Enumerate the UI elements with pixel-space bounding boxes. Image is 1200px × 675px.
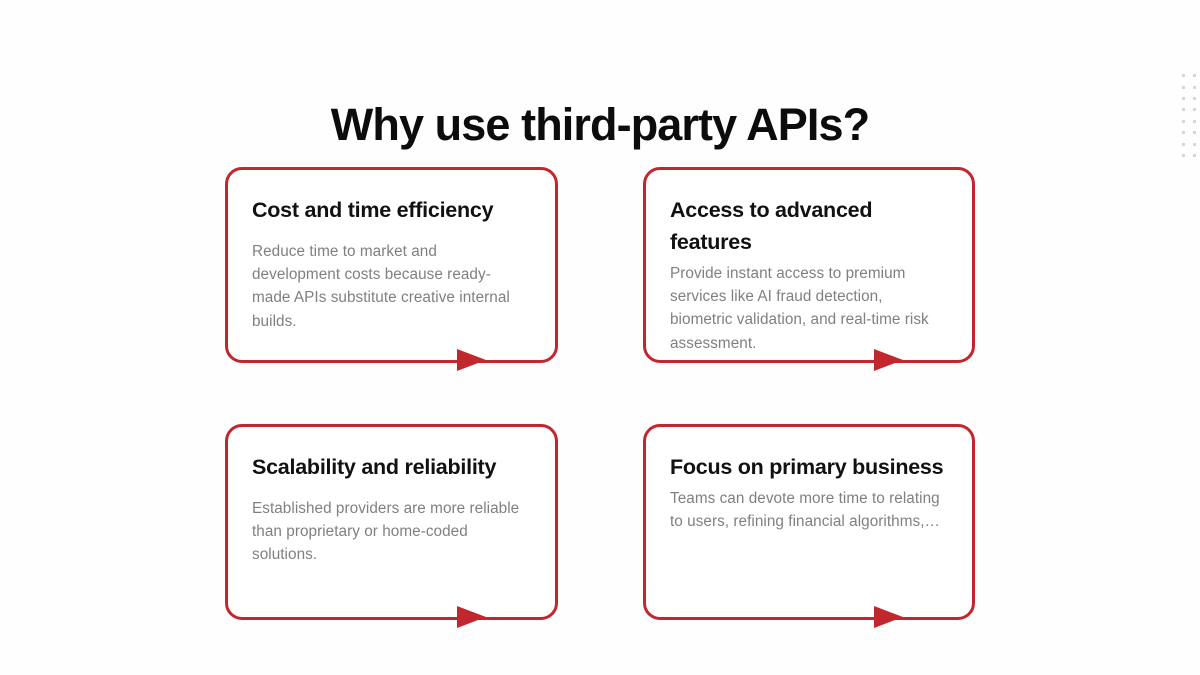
grid-dot [1182,74,1185,78]
card-heading: Access to advanced features [670,198,873,254]
arrow-right-icon [456,606,486,628]
card-body: Teams can devote more time to relating t… [670,490,940,531]
card-body: Established providers are more reliable … [252,500,520,564]
grid-dot [1193,74,1196,78]
grid-dot [1182,96,1185,100]
grid-dot [1193,119,1196,123]
card-heading: Cost and time efficiency [252,198,494,222]
benefit-card-scalability-and-reliability[interactable]: Scalability and reliability Established … [225,424,558,628]
card-heading: Scalability and reliability [252,455,497,479]
grid-dot [1182,119,1185,123]
arrow-right-icon [874,606,904,628]
card-body: Reduce time to market and development co… [252,243,510,330]
arrow-right-icon [874,349,904,371]
grid-dot [1182,153,1185,157]
arrow-right-icon [456,349,486,371]
dot-grid-decoration [1178,70,1196,158]
grid-dot [1182,142,1185,146]
grid-dot [1193,153,1196,157]
grid-dot [1193,108,1196,112]
grid-dot [1182,85,1185,89]
page-title: Why use third-party APIs? [330,99,870,151]
benefit-card-access-to-advanced-features[interactable]: Access to advanced features Provide inst… [643,167,975,371]
grid-dot [1193,131,1196,135]
grid-dot [1193,96,1196,100]
grid-dot [1182,108,1185,112]
benefit-card-cost-and-time-efficiency[interactable]: Cost and time efficiency Reduce time to … [225,167,558,371]
benefit-card-focus-on-primary-business[interactable]: Focus on primary business Teams can devo… [643,424,975,628]
grid-dot [1193,85,1196,89]
card-body: Provide instant access to premium servic… [670,265,929,352]
grid-dot [1182,131,1185,135]
card-heading: Focus on primary business [670,455,944,479]
grid-dot [1193,142,1196,146]
